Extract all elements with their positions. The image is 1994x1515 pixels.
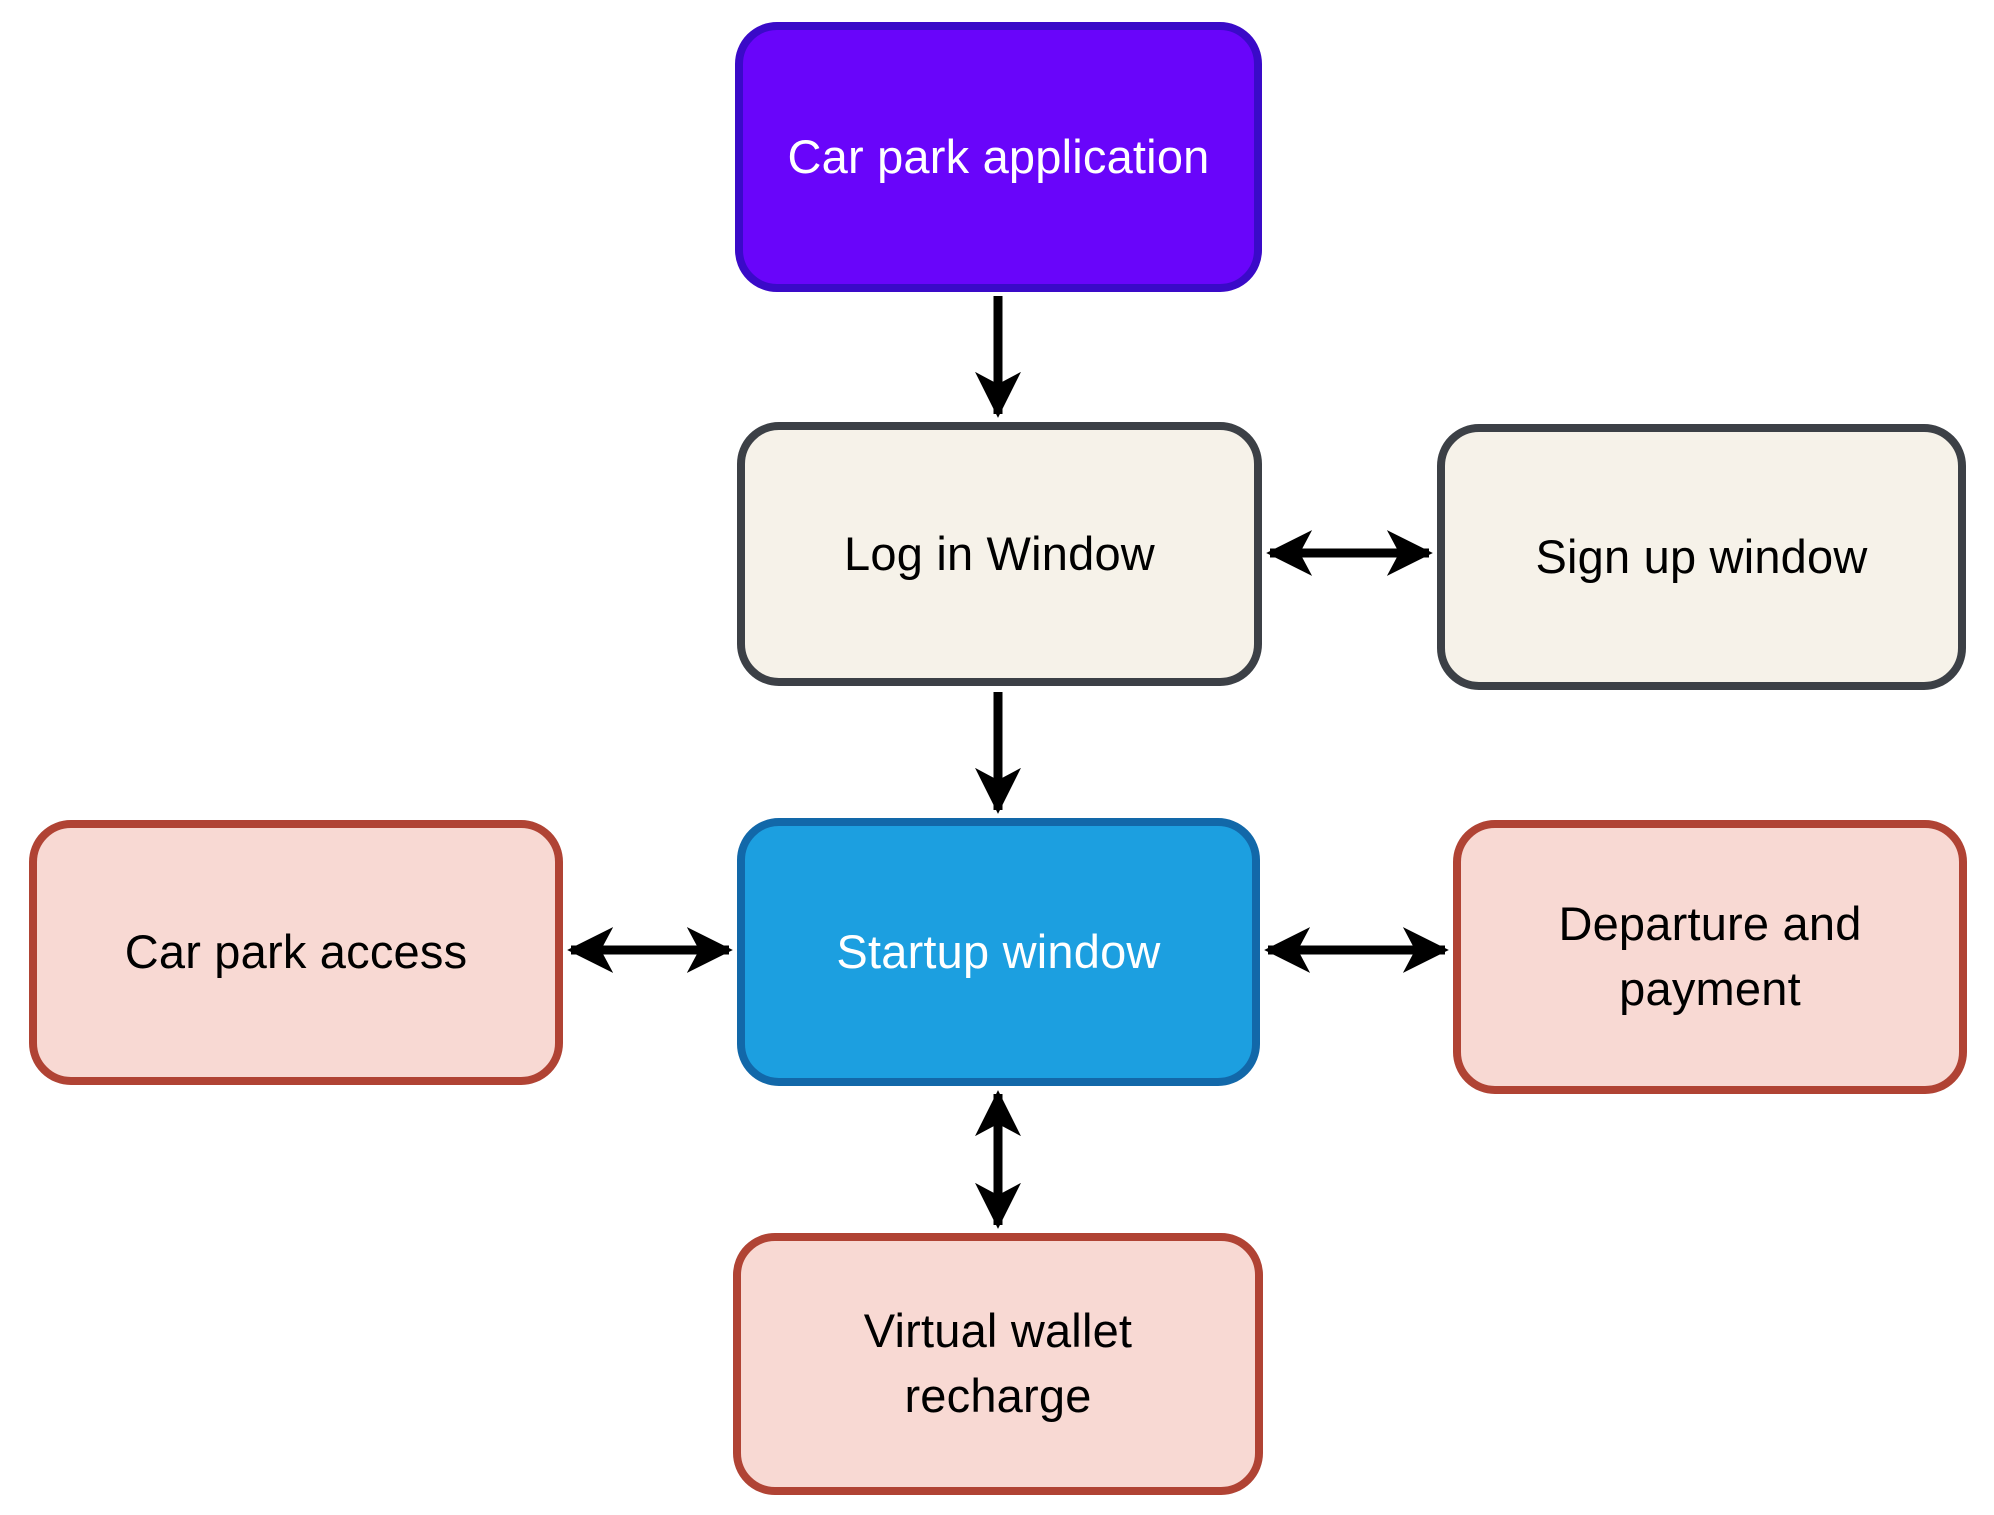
node-departure-and-payment: Departure and payment (1453, 820, 1967, 1094)
node-virtual-wallet-recharge: Virtual wallet recharge (733, 1233, 1263, 1495)
node-car-park-access-label: Car park access (124, 925, 468, 979)
node-startup-window-label: Startup window (836, 924, 1161, 978)
node-car-park-access: Car park access (29, 820, 563, 1085)
node-startup-window: Startup window (737, 818, 1260, 1086)
node-login-window-label: Log in Window (844, 526, 1155, 580)
node-login-window: Log in Window (737, 422, 1262, 686)
node-departure-and-payment-label: Departure and payment (1558, 897, 1862, 1015)
node-car-park-application: Car park application (735, 22, 1262, 292)
node-virtual-wallet-recharge-label: Virtual wallet recharge (863, 1304, 1133, 1422)
node-signup-window: Sign up window (1437, 424, 1966, 690)
node-signup-window-label: Sign up window (1535, 529, 1868, 583)
node-car-park-application-label: Car park application (787, 129, 1210, 183)
